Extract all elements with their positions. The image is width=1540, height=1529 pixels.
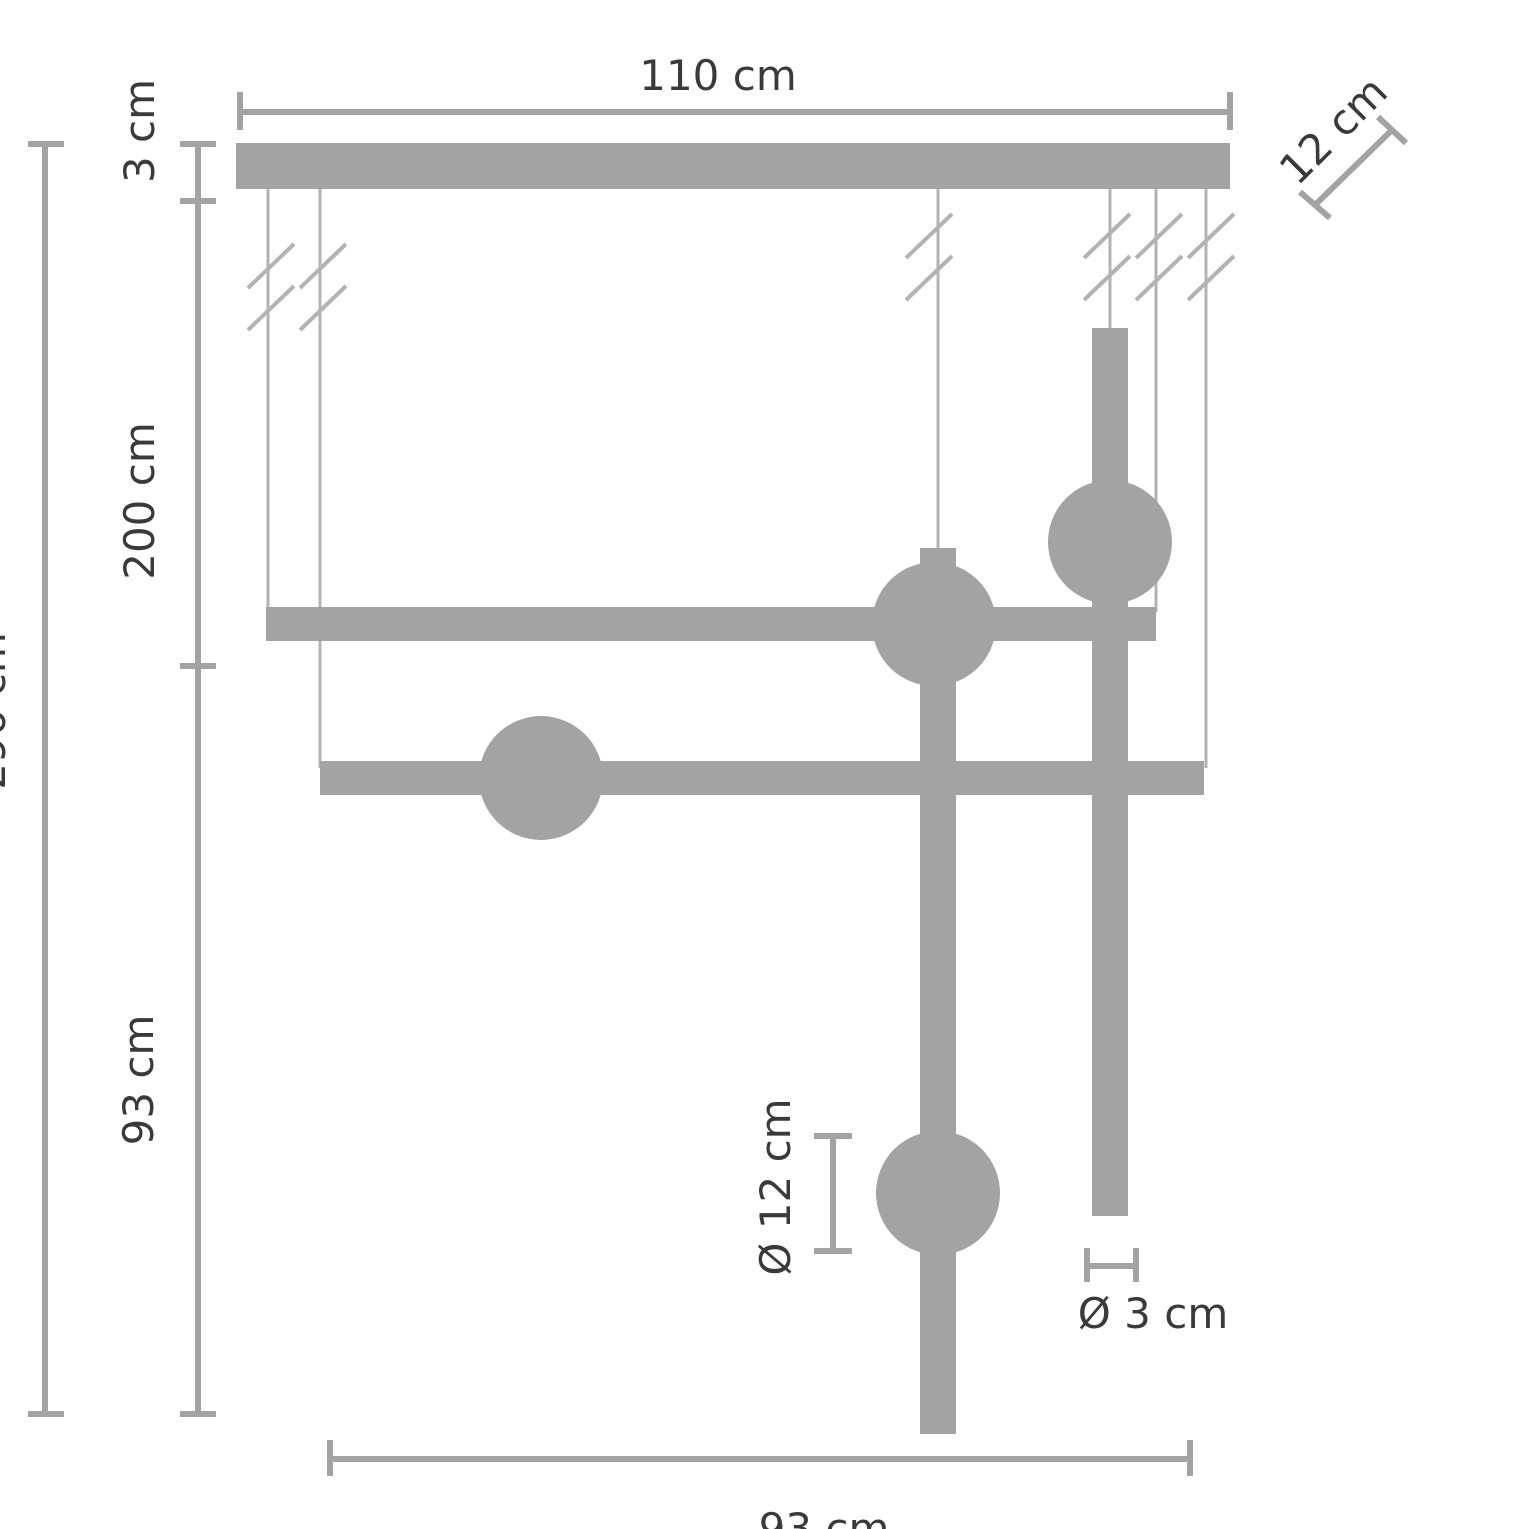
overall-width-label: 110 cm xyxy=(639,51,797,100)
break-mark xyxy=(1082,212,1132,302)
lower-horizontal-bar xyxy=(320,761,1204,795)
canopy-depth-label: 12 cm xyxy=(1270,67,1397,194)
lower-height-label: 93 cm xyxy=(114,1015,163,1146)
globe-on-lower-bar xyxy=(479,716,603,840)
suspension-cords xyxy=(266,188,1208,768)
segmented-height-dimension-line xyxy=(180,141,216,1417)
canopy-depth-dimension-line xyxy=(1298,114,1409,221)
total-height-label: 296 cm xyxy=(0,632,15,790)
left-vertical-rod xyxy=(920,548,956,1434)
right-vertical-rod xyxy=(1092,328,1128,1216)
ceiling-canopy xyxy=(236,143,1230,189)
upper-horizontal-bar xyxy=(266,607,1156,641)
bottom-width-label: 93 cm xyxy=(759,1504,890,1529)
globe-diameter-label: Ø 12 cm xyxy=(751,1098,800,1275)
rod-diameter-dimension-line xyxy=(1084,1248,1139,1282)
break-mark xyxy=(246,242,296,332)
dimension-lines xyxy=(28,92,1409,1476)
rod-diameter-label: Ø 3 cm xyxy=(1078,1289,1229,1338)
globe-diameter-dimension-line xyxy=(814,1133,852,1254)
overall-width-dimension-line xyxy=(237,92,1233,130)
canopy-height-label: 3 cm xyxy=(115,79,164,183)
cable-break-marks xyxy=(246,212,1236,332)
total-height-dimension-line xyxy=(28,141,64,1417)
break-mark xyxy=(904,212,954,302)
globe-on-right-rod xyxy=(1048,480,1172,604)
bottom-width-dimension-line xyxy=(327,1440,1193,1476)
lamp-components xyxy=(236,143,1230,1434)
break-mark xyxy=(1134,212,1184,302)
cable-length-label: 200 cm xyxy=(115,422,164,580)
break-mark xyxy=(1186,212,1236,302)
globe-on-upper-bar xyxy=(872,562,996,686)
break-mark xyxy=(298,242,348,332)
globe-on-left-rod xyxy=(876,1131,1000,1255)
